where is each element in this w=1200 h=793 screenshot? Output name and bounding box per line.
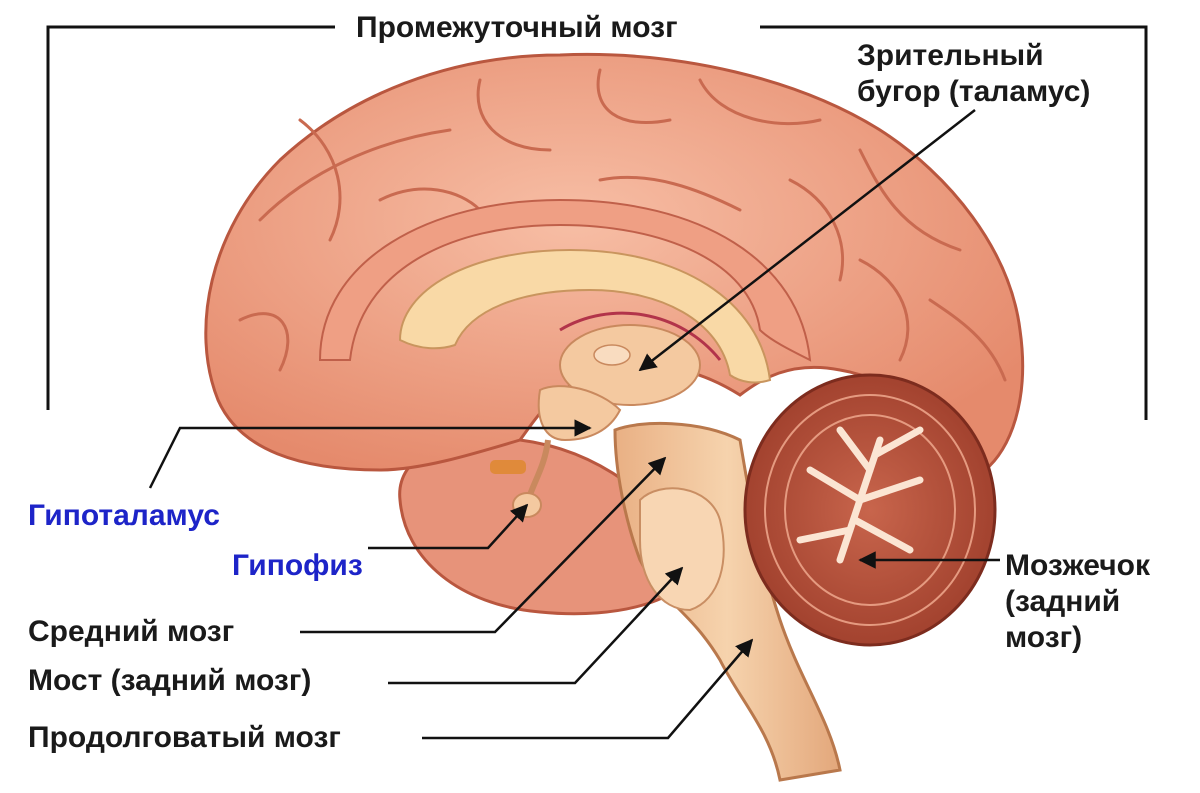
cingulate-gyrus (318, 198, 812, 362)
label-hypothalamus: Гипоталамус (28, 499, 220, 532)
label-midbrain: Средний мозг (28, 615, 235, 648)
pons-pointer (388, 566, 684, 685)
cerebellum-folia (764, 394, 976, 626)
corpus-callosum (398, 248, 772, 384)
label-diencephalon: Промежуточный мозг (350, 10, 684, 46)
thalamus (559, 324, 701, 406)
label-cerebellum-line3: мозг) (1005, 621, 1083, 654)
gyri (238, 68, 1007, 382)
label-thalamus-line2: бугор (таламус) (857, 75, 1091, 108)
fornix-vessel (559, 311, 722, 361)
label-medulla: Продолговатый мозг (28, 721, 341, 754)
label-thalamus-line1: Зрительный (857, 39, 1044, 72)
medulla-pointer (422, 638, 754, 740)
pituitary-pointer (368, 503, 529, 550)
cerebellum (743, 373, 997, 647)
arbor-vitae (796, 426, 924, 564)
label-pons: Мост (задний мозг) (28, 664, 312, 697)
thalamus-pointer (638, 109, 976, 372)
pointer-lines (148, 109, 1000, 740)
optic-chiasm (490, 460, 526, 474)
midbrain-pointer (300, 456, 667, 634)
diencephalon-bracket (46, 25, 1148, 420)
hypothalamus-pointer (148, 419, 592, 489)
interthalamic-adhesion (593, 344, 631, 366)
label-thalamus: Зрительный бугор (таламус) (857, 38, 1090, 110)
pons (639, 487, 725, 612)
label-pituitary: Гипофиз (232, 549, 363, 582)
label-cerebellum-line1: Мозжечок (1005, 549, 1151, 582)
pituitary-stalk (527, 439, 551, 496)
label-cerebellum: Мозжечок (задний мозг) (1005, 548, 1150, 656)
label-cerebellum-line2: (задний (1005, 585, 1121, 618)
